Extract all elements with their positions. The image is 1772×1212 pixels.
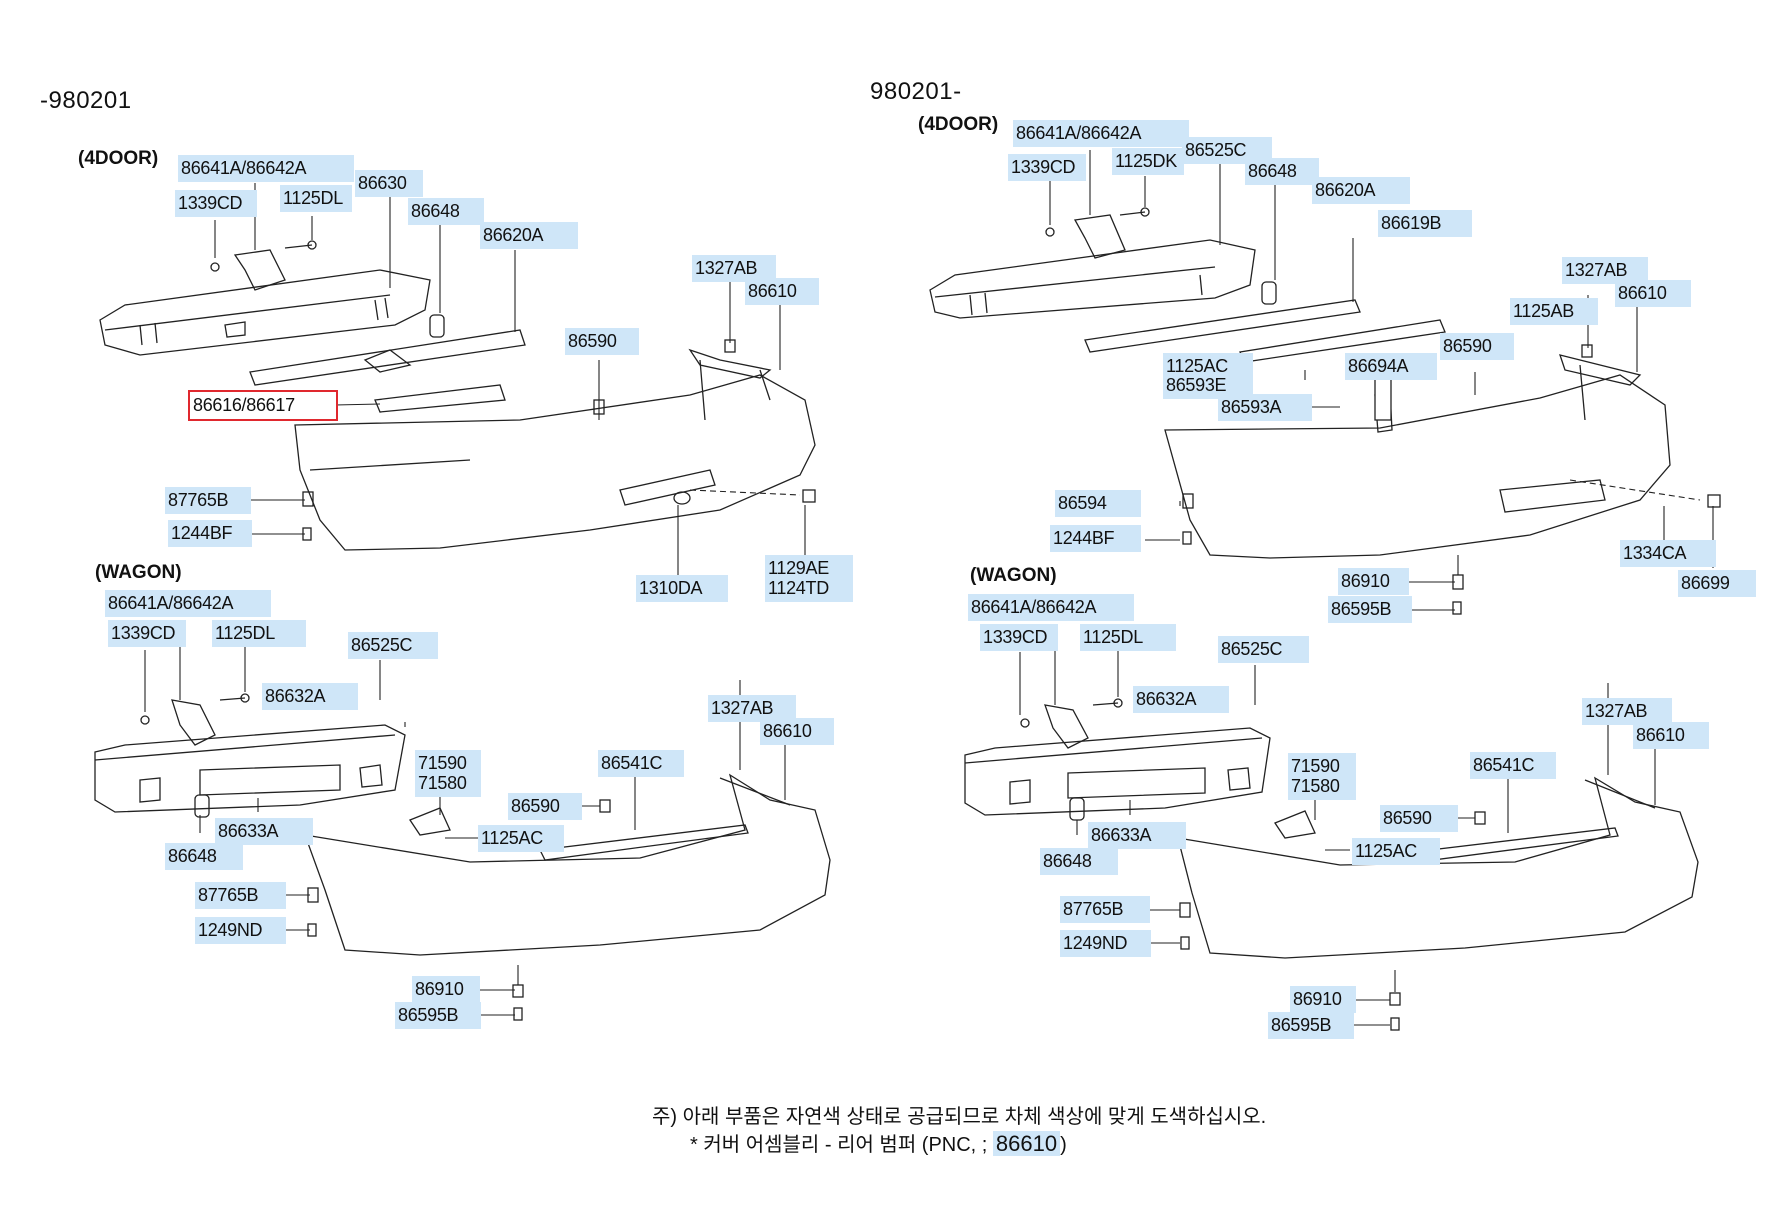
strip-left-4door <box>249 329 526 386</box>
part-label-86590[interactable]: 86590 <box>1380 805 1458 832</box>
part-label-86648[interactable]: 86648 <box>165 843 243 870</box>
part-label-86595B[interactable]: 86595B <box>1268 1012 1354 1039</box>
part-label-86910[interactable]: 86910 <box>1290 986 1356 1013</box>
rear-bumper-cover-left-4door <box>294 348 816 551</box>
part-label-1244BF[interactable]: 1244BF <box>1050 525 1141 552</box>
section-4door-right: (4DOOR) <box>918 114 999 135</box>
part-label-86616-86617[interactable]: 86616/86617 <box>188 390 338 421</box>
absorber-pad-left-wagon <box>194 794 210 818</box>
bracket-left-wagon <box>140 693 250 746</box>
rear-bumper-cover-left-wagon <box>304 773 831 956</box>
absorber-pad-left-4door <box>429 314 445 338</box>
part-label-86620A[interactable]: 86620A <box>480 222 578 249</box>
part-label-86595B[interactable]: 86595B <box>1328 596 1412 623</box>
bumper-absorber-right-wagon <box>964 727 1271 816</box>
part-label-86910[interactable]: 86910 <box>1338 568 1409 595</box>
part-label-1244BF[interactable]: 1244BF <box>168 520 252 547</box>
part-label-1339CD[interactable]: 1339CD <box>108 620 186 647</box>
part-label-86590[interactable]: 86590 <box>565 328 639 355</box>
part-label-1125AC[interactable]: 1125AC <box>478 825 564 852</box>
part-label-87765B[interactable]: 87765B <box>165 487 251 514</box>
part-label-1327AB[interactable]: 1327AB <box>692 255 776 282</box>
part-label-1125DK[interactable]: 1125DK <box>1112 148 1184 175</box>
part-label-1249ND[interactable]: 1249ND <box>195 917 286 944</box>
part-label-86590[interactable]: 86590 <box>1440 333 1514 360</box>
pnc-note-prefix: * 커버 어셈블리 - 리어 범퍼 (PNC, ; <box>690 1134 988 1156</box>
section-wagon-left: (WAGON) <box>95 562 182 583</box>
paint-note: 주) 아래 부품은 자연색 상태로 공급되므로 차체 색상에 맞게 도색하십시오… <box>652 1106 1267 1128</box>
part-label-86610[interactable]: 86610 <box>760 718 834 745</box>
bumper-absorber-right-4door <box>929 239 1256 319</box>
part-label-86648[interactable]: 86648 <box>1245 158 1319 185</box>
part-label-86594[interactable]: 86594 <box>1055 490 1141 517</box>
part-label-1125DL[interactable]: 1125DL <box>212 620 306 647</box>
part-label-86633A[interactable]: 86633A <box>215 818 313 845</box>
section-4door-left: (4DOOR) <box>78 148 159 169</box>
part-label-1124TD[interactable]: 1124TD <box>765 575 853 602</box>
pnc-note-suffix: ) <box>1060 1134 1067 1156</box>
part-label-1339CD[interactable]: 1339CD <box>1008 154 1086 181</box>
part-label-86641A-86642A[interactable]: 86641A/86642A <box>105 590 271 617</box>
part-label-86541C[interactable]: 86541C <box>598 750 684 777</box>
part-label-86525C[interactable]: 86525C <box>1218 636 1309 663</box>
part-label-1125AB[interactable]: 1125AB <box>1510 298 1598 325</box>
part-label-86699[interactable]: 86699 <box>1678 570 1756 597</box>
bumper-absorber-left-wagon <box>94 724 406 813</box>
bumper-absorber-left-4door <box>99 269 431 356</box>
part-label-1327AB[interactable]: 1327AB <box>708 695 796 722</box>
bracket-right-wagon <box>1020 698 1123 749</box>
absorber-pad-right-4door <box>1261 281 1277 305</box>
part-label-86610[interactable]: 86610 <box>1633 722 1709 749</box>
part-label-1339CD[interactable]: 1339CD <box>980 624 1058 651</box>
part-label-1327AB[interactable]: 1327AB <box>1582 698 1672 725</box>
part-label-86620A[interactable]: 86620A <box>1312 177 1410 204</box>
pnc-note-code[interactable]: 86610 <box>992 1131 1061 1156</box>
part-label-87765B[interactable]: 87765B <box>195 882 286 909</box>
bracket-left-4door <box>210 240 317 291</box>
part-label-1310DA[interactable]: 1310DA <box>636 575 728 602</box>
part-label-86630[interactable]: 86630 <box>355 170 423 197</box>
part-label-86910[interactable]: 86910 <box>412 976 480 1003</box>
part-label-1339CD[interactable]: 1339CD <box>175 190 257 217</box>
part-label-86610[interactable]: 86610 <box>1615 280 1691 307</box>
part-label-87765B[interactable]: 87765B <box>1060 896 1150 923</box>
part-label-86648[interactable]: 86648 <box>1040 848 1118 875</box>
part-label-86619B[interactable]: 86619B <box>1378 210 1472 237</box>
part-label-71580[interactable]: 71580 <box>1288 773 1356 800</box>
pnc-note: * 커버 어셈블리 - 리어 범퍼 (PNC, ; 86610) <box>690 1128 1067 1157</box>
part-label-86694A[interactable]: 86694A <box>1345 353 1437 380</box>
part-label-86633A[interactable]: 86633A <box>1088 822 1186 849</box>
part-label-1129AE[interactable]: 1129AE <box>765 555 853 582</box>
section-wagon-right: (WAGON) <box>970 565 1057 586</box>
part-label-1125DL[interactable]: 1125DL <box>1080 624 1176 651</box>
part-label-86595B[interactable]: 86595B <box>395 1002 481 1029</box>
part-label-71580[interactable]: 71580 <box>415 770 481 797</box>
part-label-86641A-86642A[interactable]: 86641A/86642A <box>968 594 1134 621</box>
part-label-1249ND[interactable]: 1249ND <box>1060 930 1151 957</box>
part-label-86593A[interactable]: 86593A <box>1218 394 1312 421</box>
part-label-86541C[interactable]: 86541C <box>1470 752 1556 779</box>
part-label-1327AB[interactable]: 1327AB <box>1562 257 1648 284</box>
part-label-86641A-86642A[interactable]: 86641A/86642A <box>1013 120 1189 147</box>
absorber-pad-right-wagon <box>1069 797 1085 821</box>
part-label-1125AC[interactable]: 1125AC <box>1352 838 1440 865</box>
part-label-86590[interactable]: 86590 <box>508 793 582 820</box>
right-version-header: 980201- <box>870 78 962 105</box>
part-label-86632A[interactable]: 86632A <box>262 683 358 710</box>
rear-bumper-cover-right-4door <box>1164 354 1671 559</box>
part-label-86641A-86642A[interactable]: 86641A/86642A <box>178 155 354 182</box>
part-label-86525C[interactable]: 86525C <box>348 632 438 659</box>
part-label-1334CA[interactable]: 1334CA <box>1620 540 1716 567</box>
left-version-header: -980201 <box>40 87 132 114</box>
part-label-86648[interactable]: 86648 <box>408 198 484 225</box>
part-label-86610[interactable]: 86610 <box>745 278 819 305</box>
stay-left-4door <box>374 384 506 413</box>
part-label-86632A[interactable]: 86632A <box>1133 686 1229 713</box>
part-label-1125DL[interactable]: 1125DL <box>280 185 352 212</box>
bracket-right-4door <box>1045 207 1150 259</box>
